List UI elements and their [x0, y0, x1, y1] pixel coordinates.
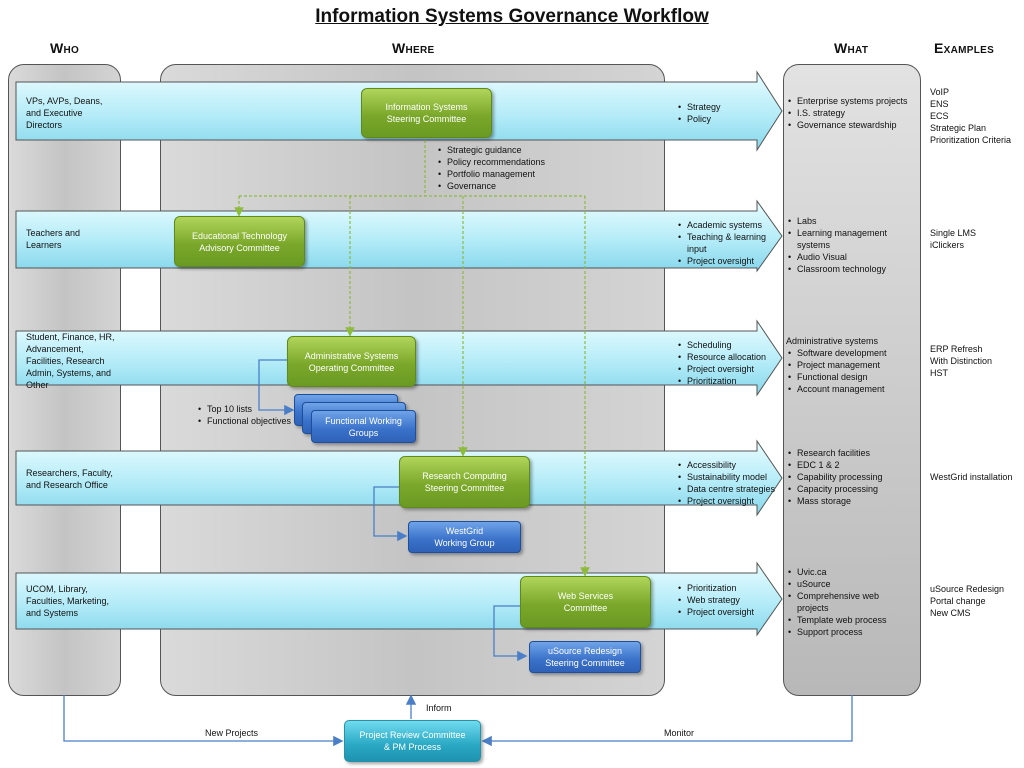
- what-list-row-1: Enterprise systems projects I.S. strateg…: [787, 95, 908, 131]
- column-header-what: What: [834, 40, 869, 56]
- what-list-row-4: Research facilities EDC 1 & 2 Capability…: [787, 447, 882, 507]
- arrow-items-row-1: Strategy Policy: [677, 101, 720, 125]
- project-review-committee[interactable]: Project Review Committee& PM Process: [344, 720, 481, 762]
- what-list-row-2: Labs Learning management systems Audio V…: [787, 215, 887, 275]
- examples-row-4: WestGrid installation: [930, 472, 1013, 482]
- inform-label: Inform: [426, 703, 452, 713]
- who-label-row-4: Researchers, Faculty,and Research Office: [26, 468, 113, 490]
- new-projects-label: New Projects: [205, 728, 259, 738]
- arrow-items-row-5: Prioritization Web strategy Project over…: [677, 582, 754, 618]
- what-heading-row-3: Administrative systems: [786, 336, 879, 346]
- column-header-who: Who: [50, 40, 80, 56]
- bottom-connectors: [63, 694, 853, 747]
- steering-outputs-list: Strategic guidance Policy recommendation…: [437, 144, 545, 192]
- arrow-items-row-4: Accessibility Sustainability model Data …: [677, 459, 775, 507]
- column-header-examples: Examples: [934, 40, 995, 56]
- who-label-row-5: UCOM, Library,Faculties, Marketing,and S…: [26, 584, 110, 618]
- monitor-label: Monitor: [664, 728, 695, 738]
- column-header-where: Where: [392, 40, 435, 56]
- diagram-title: Information Systems Governance Workflow: [315, 6, 709, 27]
- what-list-row-3: Software development Project management …: [787, 347, 887, 395]
- row-arrow-5: [15, 561, 783, 637]
- dashed-connectors: [234, 140, 590, 577]
- arrow-items-row-2: Academic systems Teaching & learning inp…: [677, 219, 766, 267]
- who-label-row-3: Student, Finance, HR,Advancement,Facilit…: [26, 332, 115, 390]
- what-list-row-5: Uvic.ca uSource Comprehensive web projec…: [787, 566, 887, 638]
- row-arrow-2: [15, 199, 783, 273]
- functional-notes-list: Top 10 lists Functional objectives: [197, 403, 291, 427]
- arrow-items-row-3: Scheduling Resource allocation Project o…: [677, 339, 766, 387]
